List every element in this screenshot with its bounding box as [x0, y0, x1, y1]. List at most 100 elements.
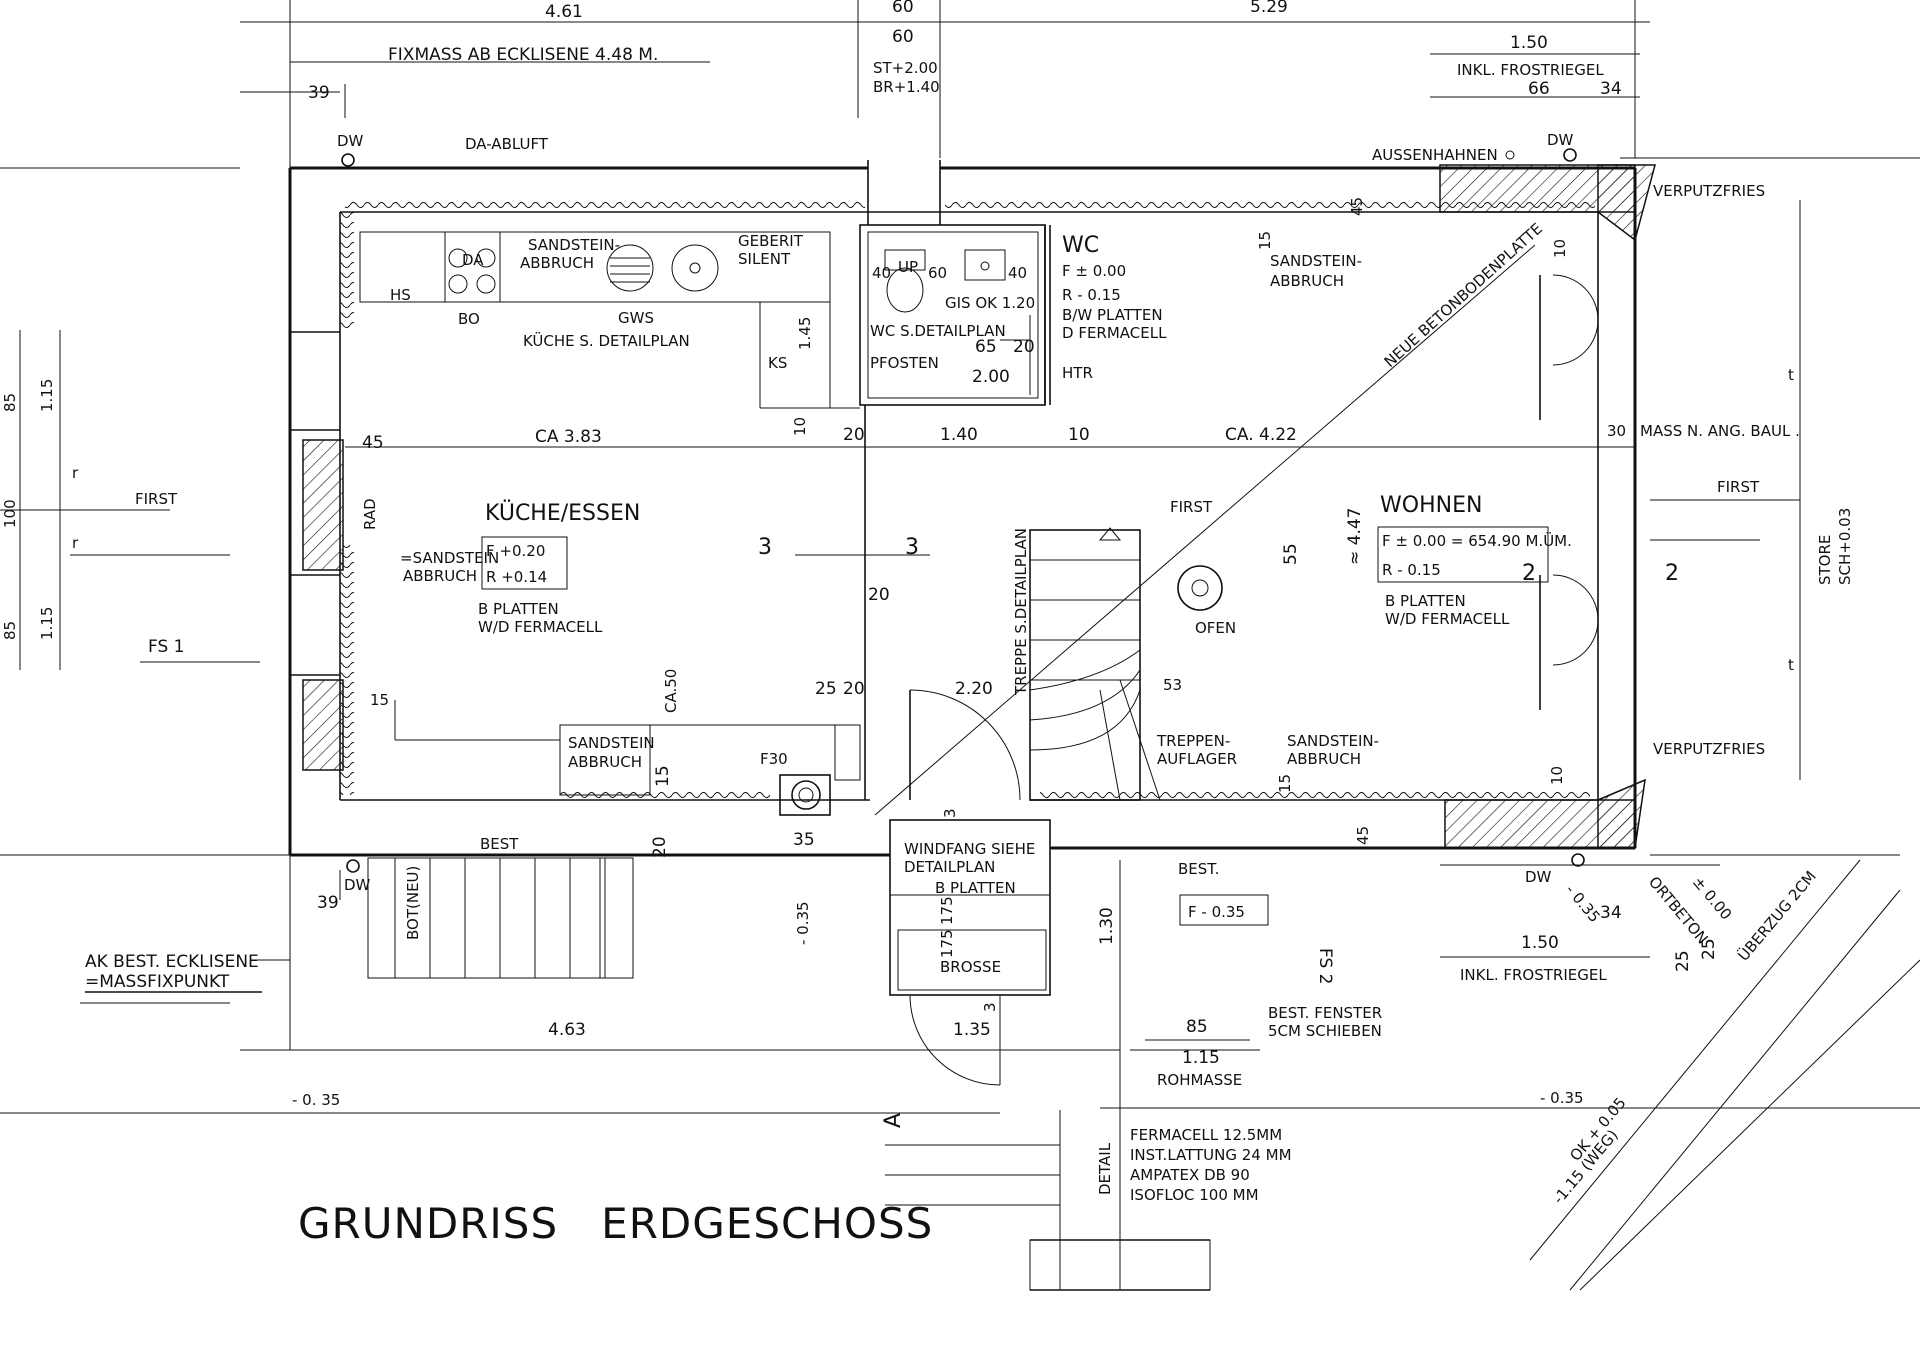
ak-ecklisene-label-1: AK BEST. ECKLISENE [85, 952, 259, 972]
top-dimension-lines [0, 0, 1920, 169]
best-fenster-label-1: BEST. FENSTER [1268, 1004, 1382, 1022]
dim-20-wc: 20 [1013, 337, 1035, 357]
dim-20-kitchen: 20 [868, 585, 890, 605]
geberit-label-1: GEBERIT [738, 232, 804, 250]
sandstein-abbruch-kitchen-b2: ABBRUCH [568, 753, 642, 771]
first-label-left: FIRST [135, 490, 178, 508]
dim-10-top: 10 [1551, 239, 1569, 258]
rohmasse-label: ROHMASSE [1157, 1071, 1242, 1089]
dim-25-b: 25 [1699, 938, 1719, 960]
aussenhahnen-label: AUSSENHAHNEN [1372, 146, 1498, 164]
dim-10-mid: 10 [791, 417, 809, 436]
mass-baul-label: MASS N. ANG. BAUL . [1640, 422, 1800, 440]
first-label-right: FIRST [1717, 478, 1760, 496]
dim-65: 65 [975, 337, 997, 357]
minus-035-right: - 0.35 [1540, 1089, 1584, 1107]
sandstein-abbruch-right-1: SANDSTEIN- [1270, 252, 1362, 270]
dim-45-top: 45 [1348, 197, 1366, 216]
layer-isofloc: ISOFLOC 100 MM [1130, 1186, 1259, 1204]
dim-30: 30 [1607, 422, 1626, 440]
kueche-note-1: =SANDSTEIN [400, 549, 499, 567]
br-label: BR+1.40 [873, 78, 940, 96]
windfang-level-box [1179, 894, 1269, 926]
dim-035-right: - 0.35 [1562, 881, 1604, 926]
da-abluft-label: DA-ABLUFT [465, 135, 549, 153]
wohnen-level-f: F ± 0.00 = 654.90 M.ÜM. [1382, 531, 1572, 550]
dim-66: 66 [1528, 79, 1550, 99]
rad-label: RAD [361, 498, 379, 530]
sandstein-abbruch-stair-1: SANDSTEIN- [1287, 732, 1379, 750]
dim-20-bottom: 20 [650, 836, 670, 858]
dim-25-a: 25 [1673, 950, 1693, 972]
treppenauflager-2: AUFLAGER [1157, 750, 1237, 768]
dim-15-top: 15 [1256, 231, 1274, 250]
kueche-floor-1: B PLATTEN [478, 600, 559, 618]
verputzfries-bottom: VERPUTZFRIES [1653, 740, 1765, 758]
dim-ca-3-83: CA 3.83 [535, 427, 602, 447]
dim-175-a: 175 [938, 896, 956, 925]
dim-175-b: 175 [938, 929, 956, 958]
dim-ca-4-22: CA. 4.22 [1225, 425, 1297, 445]
ks-label: KS [768, 354, 787, 372]
dim-53: 53 [1163, 676, 1182, 694]
store-label: STORE [1816, 535, 1834, 585]
first-label-mid: FIRST [1170, 498, 1213, 516]
section-2-right: 2 [1665, 561, 1679, 586]
wohnen-floor-1: B PLATTEN [1385, 592, 1466, 610]
da-label: DA [462, 251, 484, 269]
windfang-label-1: WINDFANG SIEHE [904, 840, 1035, 858]
kueche-room-name: KÜCHE/ESSEN [485, 500, 640, 526]
dim-10-right: 10 [1548, 766, 1566, 785]
section-a-label: A [881, 1113, 906, 1128]
wc-room-name: WC [1062, 233, 1099, 258]
wohnen-room-name: WOHNEN [1380, 493, 1482, 518]
dim-10-mid-b: 10 [1068, 425, 1090, 445]
wc-level-r: R - 0.15 [1062, 286, 1121, 304]
dim-20-mid: 20 [843, 425, 865, 445]
f30-label: F30 [760, 750, 788, 768]
bot-neu-label: BOT(NEU) [404, 866, 422, 940]
fs2-label: FS 2 [1315, 948, 1335, 985]
st-label: ST+2.00 [873, 59, 938, 77]
t-label-b: t [1788, 656, 1794, 674]
sandstein-abbruch-stair-2: ABBRUCH [1287, 750, 1361, 768]
treppe-detailplan-label: TREPPE S.DETAILPLAN [1012, 528, 1030, 696]
dim-60-b: 60 [892, 27, 914, 47]
dim-60-wc: 60 [928, 264, 947, 282]
dim-34-bottom: 34 [1600, 903, 1622, 923]
dim-39-top: 39 [308, 83, 330, 103]
fixmass-label: FIXMASS AB ECKLISENE 4.48 M. [388, 45, 658, 65]
neue-betonbodenplatte-label: NEUE BETONBODENPLATTE [1381, 220, 1546, 371]
kueche-floor-2: W/D FERMACELL [478, 618, 603, 636]
treppenauflager-1: TREPPEN- [1156, 732, 1230, 750]
dim-35: 35 [793, 830, 815, 850]
dim-3-b: 3 [981, 1002, 999, 1012]
ueberzug-label: ÜBERZUG 2CM [1734, 867, 1820, 965]
dim-2-00: 2.00 [972, 367, 1010, 387]
dim-1-30: 1.30 [1097, 907, 1117, 945]
store-sch-label: SCH+0.03 [1836, 508, 1854, 585]
dim-40-b: 40 [1008, 264, 1027, 282]
dim-1-50-bottom: 1.50 [1521, 933, 1559, 953]
dim-85-left-a: 85 [1, 393, 19, 412]
wc-floor-1: B/W PLATTEN [1062, 306, 1163, 324]
dim-ca-50: CA.50 [662, 669, 680, 713]
kueche-level-f: F +0.20 [486, 542, 545, 560]
sandstein-abbruch-kitchen-b1: SANDSTEIN [568, 734, 655, 752]
kueche-detailplan-label: KÜCHE S. DETAILPLAN [523, 331, 690, 350]
dim-34-top: 34 [1600, 79, 1622, 99]
geberit-label-2: SILENT [738, 250, 791, 268]
detail-label: DETAIL [1096, 1142, 1114, 1195]
aussenhahnen-marker [1505, 150, 1515, 160]
dim-5-29: 5.29 [1250, 0, 1288, 17]
dim-15-stair: 15 [1276, 774, 1294, 793]
dim-2-20: 2.20 [955, 679, 993, 699]
wohnen-level-r: R - 0.15 [1382, 561, 1441, 579]
dim-60-a: 60 [892, 0, 914, 17]
dim-1-40: 1.40 [940, 425, 978, 445]
r-label-b: r [72, 534, 79, 552]
dw-marker-bottom-right [1571, 853, 1585, 867]
dim-1-35: 1.35 [953, 1020, 991, 1040]
building-walls [288, 160, 1656, 857]
pfosten-label: PFOSTEN [870, 354, 939, 372]
